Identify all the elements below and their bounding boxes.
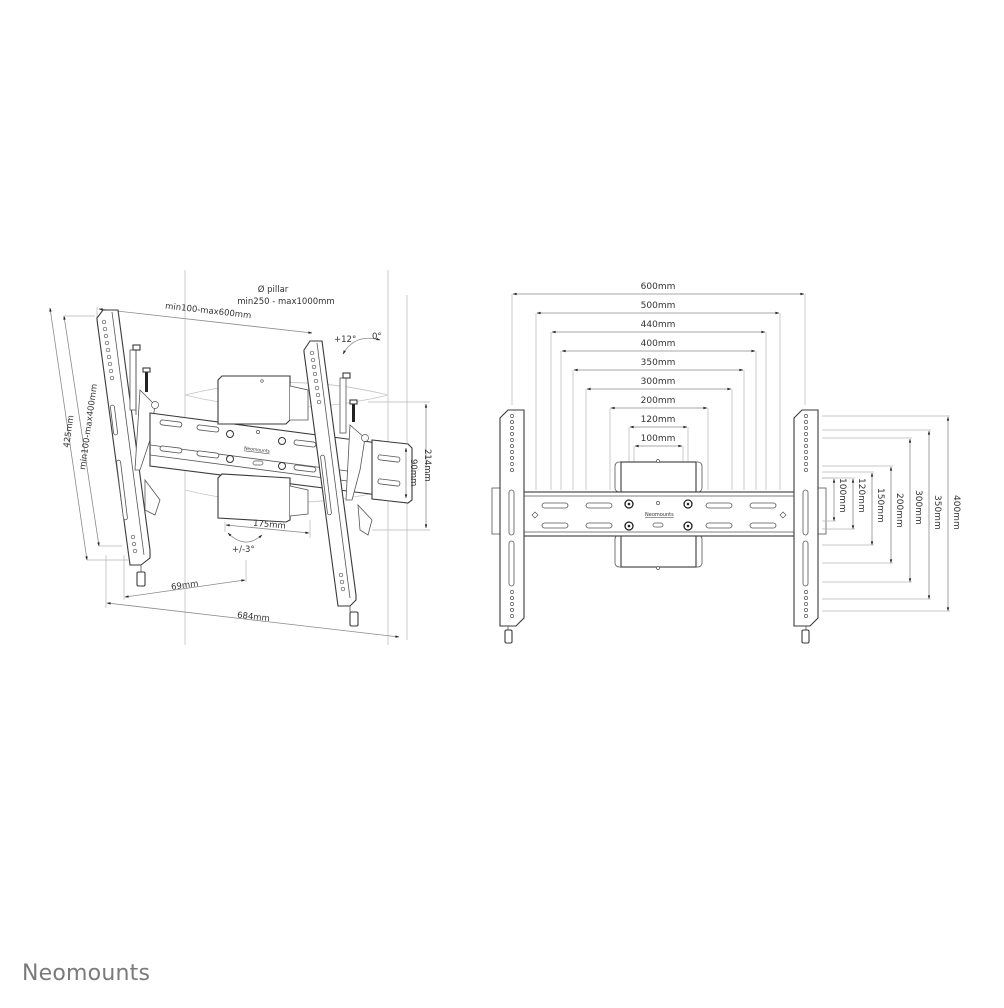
front-arm-logo: Neomounts (645, 512, 674, 518)
h-vesa-350: 350mm (641, 358, 676, 368)
left-vesa-rail (96, 309, 151, 587)
front-view-drawing: 600mm 500mm 440mm 400mm 350mm 300mm 200m… (491, 282, 961, 644)
h-vesa-200: 200mm (641, 396, 676, 406)
front-clamp-bottom (614, 534, 703, 570)
front-clamp-top (614, 459, 703, 493)
front-right-vesa-rail (793, 409, 827, 644)
h-vesa-440: 440mm (641, 320, 676, 330)
v-vesa-100: 100mm (837, 478, 847, 513)
right-latch-mechanism (339, 372, 373, 536)
clamp-width-label: 175mm (253, 519, 287, 532)
brand-logo: Neomounts (22, 961, 151, 986)
arm-logo: Neomounts (244, 446, 271, 455)
height-total-label: 425mm (62, 415, 76, 449)
v-vesa-120: 120mm (856, 478, 866, 513)
tilt-zero-label: 0° (372, 332, 382, 342)
pillar-clamp-bottom (217, 473, 309, 523)
v-vesa-150: 150mm (875, 488, 885, 523)
horizontal-vesa-dimensions: 600mm 500mm 440mm 400mm 350mm 300mm 200m… (511, 282, 806, 490)
left-latch-mechanism (129, 344, 161, 516)
arm-height-label: 214mm (422, 449, 432, 482)
h-vesa-300: 300mm (641, 377, 676, 387)
h-vesa-600: 600mm (641, 282, 676, 292)
height-range-label: min100-max400mm (78, 383, 100, 470)
v-vesa-400: 400mm (951, 495, 961, 530)
arm-inner-label: 90mm (408, 459, 418, 486)
h-vesa-120: 120mm (641, 415, 676, 425)
pillar-range-label: min250 - max1000mm (237, 297, 334, 307)
front-horizontal-arm: Neomounts (519, 491, 801, 537)
v-vesa-350: 350mm (932, 495, 942, 530)
v-vesa-300: 300mm (913, 490, 923, 525)
h-vesa-500: 500mm (641, 301, 676, 311)
offset-label: 69mm (171, 579, 200, 593)
pillar-clamp-top (217, 375, 309, 425)
v-vesa-200: 200mm (894, 493, 904, 528)
pillar-label: Ø pillar (258, 284, 289, 295)
vertical-vesa-dimensions: 100mm 120mm 150mm 200mm 300mm 350mm 400m… (822, 415, 961, 612)
tilt-up-label: +12° (334, 335, 356, 345)
swivel-label: +/-3° (232, 545, 255, 555)
front-left-vesa-rail (491, 409, 525, 644)
h-vesa-100: 100mm (641, 434, 676, 444)
h-vesa-400: 400mm (641, 339, 676, 349)
total-width-label: 684mm (237, 611, 271, 625)
side-view-drawing: Neomounts (49, 270, 432, 645)
